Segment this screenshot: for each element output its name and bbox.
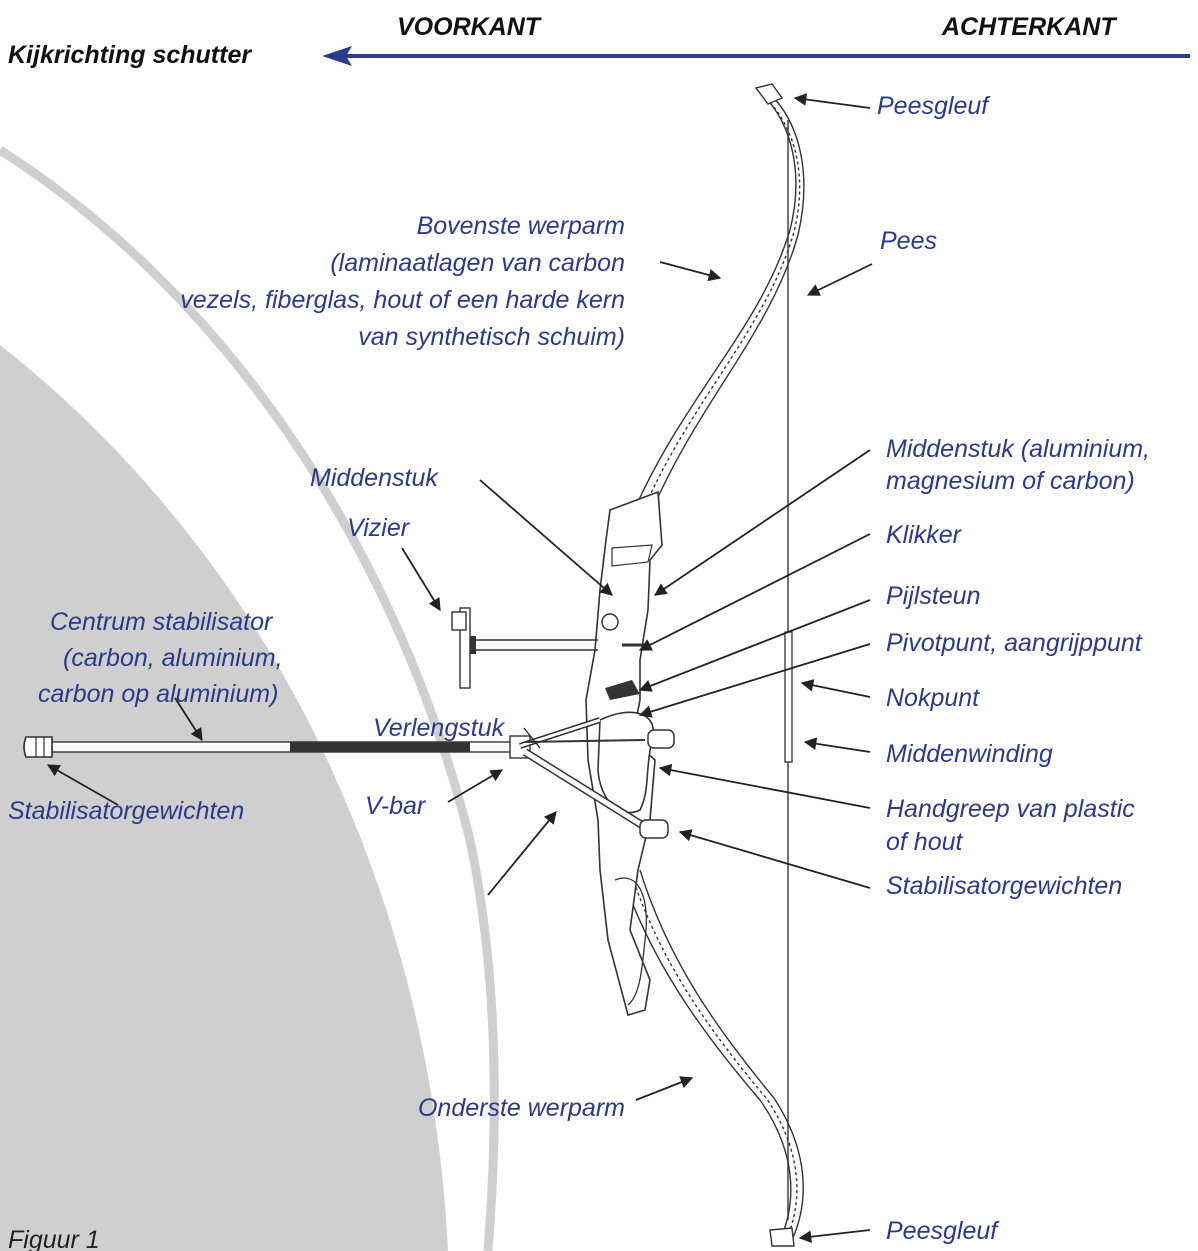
direction-arrowhead <box>322 46 352 66</box>
label-centrum-stabilisator-2: (carbon, aluminium, <box>63 644 283 672</box>
ptr-vizier <box>401 547 441 612</box>
label-middenstuk-right-2: magnesium of carbon) <box>886 467 1135 495</box>
background-large-arc <box>0 345 448 1251</box>
label-middenstuk-right-1: Middenstuk (aluminium, <box>886 435 1150 463</box>
ptr-handgreep <box>658 763 871 809</box>
background-thin-arc <box>0 146 499 1251</box>
label-handgreep-1: Handgreep van plastic <box>886 795 1135 823</box>
vbar-upper <box>524 739 646 743</box>
label-onderste-werparm: Onderste werparm <box>417 1094 625 1122</box>
stabilizer-weight-left <box>23 736 53 758</box>
label-bovenste-werparm-1: Bovenste werparm <box>416 212 625 240</box>
sight-aperture <box>451 611 467 631</box>
ptr-vbar <box>447 769 504 803</box>
ptr-peesgleuf-top <box>793 93 871 109</box>
label-handgreep-2: of hout <box>886 828 963 856</box>
label-nokpunt: Nokpunt <box>886 684 980 712</box>
ptr-pivotpunt <box>638 643 871 718</box>
label-klikker: Klikker <box>886 521 962 549</box>
label-vizier: Vizier <box>347 514 410 542</box>
lower-limb-tip <box>769 1227 795 1247</box>
ptr-pees <box>806 263 873 296</box>
figure-caption: Figuur 1 <box>8 1226 100 1251</box>
ptr-vbar-lower <box>487 811 557 896</box>
grip <box>597 711 655 814</box>
lower-riser-detail <box>614 877 647 1006</box>
label-centrum-stabilisator-3: carbon op aluminium) <box>38 680 279 708</box>
ptr-nokpunt <box>800 679 871 698</box>
label-stabilisatorgewichten-right: Stabilisatorgewichten <box>886 872 1123 900</box>
ptr-centrum-stabilisator <box>174 697 203 742</box>
lower-limb <box>619 869 804 1241</box>
arrow-rest <box>605 680 640 700</box>
back-label: ACHTERKANT <box>942 13 1116 41</box>
ptr-middenstuk-right <box>653 449 871 596</box>
ptr-peesgleuf-bottom <box>798 1229 871 1243</box>
label-bovenste-werparm-2: (laminaatlagen van carbon <box>330 249 625 277</box>
label-pijlsteun: Pijlsteun <box>886 582 981 610</box>
label-middenwinding: Middenwinding <box>886 740 1053 768</box>
label-pees: Pees <box>880 227 937 255</box>
label-peesgleuf-top: Peesgleuf <box>877 92 989 120</box>
label-stabilisatorgewichten-left: Stabilisatorgewichten <box>8 797 245 825</box>
label-verlengstuk: Verlengstuk <box>373 714 505 742</box>
ptr-klikker <box>638 533 871 651</box>
ptr-stabilisatorgewichten-left <box>46 764 119 806</box>
sight-mount-bolt <box>601 613 619 631</box>
front-label: VOORKANT <box>397 13 541 41</box>
ptr-middenstuk-left <box>479 479 613 596</box>
ptr-middenwinding <box>803 737 871 753</box>
side-weight-lower <box>639 819 669 839</box>
label-vbar: V-bar <box>365 792 426 820</box>
center-serving <box>784 631 793 763</box>
ptr-bovenste-werparm <box>659 261 722 282</box>
upper-limb-tip <box>754 83 784 105</box>
label-bovenste-werparm-3: vezels, fiberglas, hout of een harde ker… <box>180 286 625 314</box>
side-weight-upper <box>647 729 675 749</box>
riser-window <box>611 544 653 567</box>
label-pivotpunt: Pivotpunt, aangrijppunt <box>886 629 1142 657</box>
ptr-onderste-werparm <box>635 1076 694 1101</box>
direction-label: Kijkrichting schutter <box>8 41 252 69</box>
label-peesgleuf-bottom: Peesgleuf <box>886 1217 998 1245</box>
ptr-verlengstuk <box>523 727 541 749</box>
label-bovenste-werparm-4: van synthetisch schuim) <box>358 323 625 351</box>
label-middenstuk-left: Middenstuk <box>310 464 438 492</box>
ptr-pijlsteun <box>638 599 871 692</box>
upper-limb <box>629 91 805 521</box>
ptr-stabilisatorgewichten-right <box>678 829 871 889</box>
label-centrum-stabilisator-1: Centrum stabilisator <box>50 608 273 636</box>
